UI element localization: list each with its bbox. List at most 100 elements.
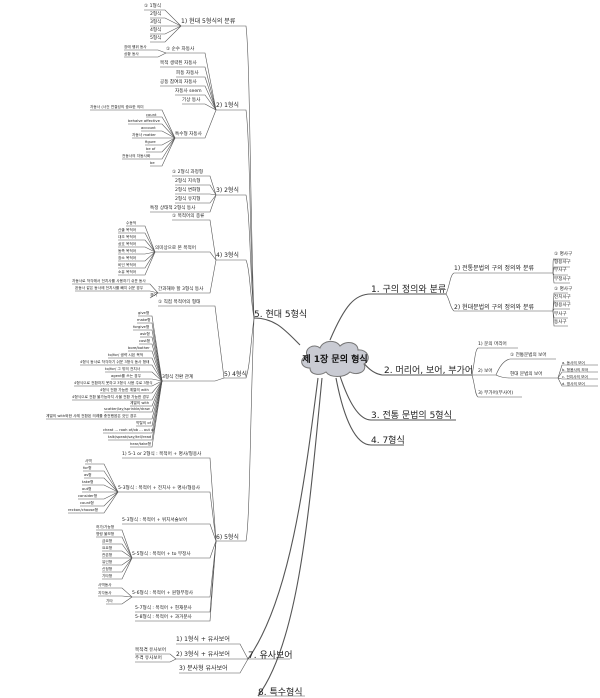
topic-node-l5f2[interactable]: 5-3형식 : 목적어 + 전치사 + 명사/형용사 [118,486,201,491]
topic-node-l5d3b[interactable]: 완동사 같은 동사에 전치사를 빼지 쉬운 경우 [75,286,144,290]
topic-node-l5b7i[interactable]: be [150,161,155,165]
topic-node-l5e2a[interactable]: give형 [138,311,150,315]
topic-node-l5b7[interactable]: 특수형 자동사 [175,132,202,137]
topic-node-l5d2e[interactable]: 동족 목적어 [118,249,137,253]
topic-node-l5f4h[interactable]: 기타형 [102,574,113,578]
topic-node-l5e2o[interactable]: scatter/lay/sprinkle/draw [104,407,150,411]
topic-node-l5c2[interactable]: 2형식 지속형 [175,179,201,184]
topic-node-r4[interactable]: 4. 7형식 [371,436,405,446]
topic-node-l5b1a[interactable]: 장애 행위 동사 [124,45,147,49]
topic-node-r2b2d[interactable]: d. 명사의 보어 [562,382,585,386]
topic-node-l5b3[interactable]: 피동 자동사 [176,71,199,76]
topic-node-l5d[interactable]: 4) 3형식 [216,252,239,259]
topic-node-r2c[interactable]: 3) 부가어(부사어) [478,391,514,396]
topic-node-r1a1[interactable]: ① 명사구 [554,252,573,257]
topic-node-l5f6[interactable]: 5-7형식 : 목적어 + 현재분사 [135,606,192,611]
topic-node-l5c1[interactable]: ① 2형식 과정형 [172,170,204,175]
topic-node-r2b2c[interactable]: c. 전치사의 보어 [562,375,588,379]
topic-node-l5a2[interactable]: 2형식 [150,12,162,17]
topic-node-l5f4d[interactable]: 요요형 [102,546,113,550]
topic-node-r1b[interactable]: 2) 현대문법의 구의 정의와 분류 [454,304,535,311]
topic-node-l5e2b[interactable]: make형 [137,318,151,322]
topic-node-l5b7a[interactable]: 자동사 (사건 연결성의 중요한 의미 [90,105,144,109]
topic-node-l5f5b[interactable]: 지각동사 [98,591,112,595]
topic-node-r1a[interactable]: 1) 전통문법의 구의 정의와 분류 [454,265,535,272]
topic-node-r1b5[interactable]: 동사구 [554,320,567,325]
topic-node-l5e2i[interactable]: to/for/ 그 밖의 전치사 [105,367,141,371]
topic-node-l5d2b[interactable]: 산출 목적어 [118,228,137,232]
topic-node-l5e2[interactable]: 3형식 전환 관계 [162,375,194,380]
topic-node-l5f1[interactable]: 1) 5-1 or 2형식 : 목적어 + 명사/형용사 [122,452,202,457]
topic-node-r2b2a[interactable]: a. 동사의 보어 [562,361,585,365]
topic-node-l5e2s[interactable]: talk/speak/say/tell/read [108,435,152,439]
topic-node-l5[interactable]: 5. 현대 5형식 [254,310,308,320]
topic-node-l5e2p[interactable]: 계열의 with와한 사례 전환된 의례를 충전했음은 것인 경우 [46,414,137,418]
topic-node-l5e2e[interactable]: cost형 [139,339,151,343]
topic-node-l5b1[interactable]: ① 순수 자동사 [166,47,195,52]
topic-node-l5b7f[interactable]: figure [145,140,156,144]
topic-node-l5c4[interactable]: 2형식 유지형 [175,197,201,202]
topic-node-l5d1[interactable]: ① 목적어의 종류 [172,214,205,219]
topic-node-l5c3[interactable]: 2형식 변화형 [175,188,201,193]
topic-node-l7b1[interactable]: 목적격 유사보어 [135,648,167,653]
topic-node-r1b1[interactable]: ① 명사구 [554,287,573,292]
topic-node-l7b[interactable]: 2) 3형식 + 유사보어 [176,651,230,658]
topic-node-l5f2e[interactable]: out형 [82,487,92,491]
topic-node-l5b7c[interactable]: behalve affective [128,119,160,123]
topic-node-l5e[interactable]: 5) 4형식 [224,371,247,378]
topic-node-l5e2m[interactable]: 4형식으로 전환 불가능하지 사물 전환 가능한 경우 [72,395,150,399]
topic-node-l5a5[interactable]: 5형식 [150,36,162,41]
topic-node-l5e2h[interactable]: 4형식 동사로 착각하기 쉬운 3형식 동사 형태 [80,360,150,364]
topic-node-l5e2k[interactable]: 4형식으로 전환하지 못하고 3형식 사용 주로 3형식 [74,381,153,385]
topic-node-l5f2c[interactable]: as형 [84,473,92,477]
topic-node-l5f2b[interactable]: for형 [83,466,92,470]
topic-node-l5e2f[interactable]: bore/bother [128,346,150,350]
topic-node-l5e2l[interactable]: 4형식 전환 가능한 계열의 with [100,388,149,392]
topic-node-l5e2t[interactable]: hear/take형 [130,442,151,446]
topic-node-l5d2d[interactable]: 상호 목적어 [118,242,137,246]
topic-node-l5e2q[interactable]: 박탈의 of [136,421,151,425]
topic-node-l5d2[interactable]: 의미상으로 본 목적어 [155,246,196,251]
topic-node-l5b7h[interactable]: 전동사의 자동사화 [122,154,151,158]
topic-node-r3[interactable]: 3. 전통 문법의 5형식 [371,411,452,421]
topic-node-l7[interactable]: 7. 유사보어 [248,651,293,661]
topic-node-r1a4[interactable]: 부정사구 [554,277,571,282]
central-topic[interactable]: 제 1장 문의 형식 [296,338,374,378]
topic-node-l5e2n[interactable]: 계열의 with [130,401,150,405]
topic-node-l5f4e[interactable]: 관존형 [102,553,113,557]
topic-node-l5d3[interactable]: 간과해야 할 3형식 동사 [158,287,204,292]
topic-node-l5f2g[interactable]: count형 [80,501,94,505]
topic-node-l5a3[interactable]: 3형식 [150,20,162,25]
topic-node-l5f4c[interactable]: 금요형 [102,539,113,543]
topic-node-l5d3a[interactable]: 자동사로 착각해서 전치사를 사용하기 쉬운 동사 [72,279,146,283]
topic-node-l5f4a[interactable]: 허가/가능형 [96,525,115,529]
topic-node-l5f5[interactable]: 5-6형식 : 목적어 + 원형부정사 [132,591,194,596]
topic-node-l5e2r[interactable]: cheat ... rooh of/ob ... out of [103,428,155,432]
topic-node-l5f2f[interactable]: consider형 [78,494,98,498]
topic-node-r1[interactable]: 1. 구의 정의와 분류 [371,285,447,295]
topic-node-r1a3[interactable]: 부사구 [554,268,567,273]
topic-node-l5b5[interactable]: 자동사 seem [175,89,202,94]
topic-node-r2b2[interactable]: 현대 문법의 보어 [510,372,543,377]
topic-node-l5d2h[interactable]: 소유 목적어 [118,270,137,274]
topic-node-l5c5[interactable]: 특정 상태적 2형식 동사 [150,206,196,211]
topic-node-l5b7g[interactable]: be of [146,147,156,151]
topic-node-l5f5a[interactable]: 사역동사 [98,583,112,587]
topic-node-l5f5c[interactable]: 기타 [106,599,113,603]
topic-node-r2a[interactable]: 1) 문의 머리어 [478,342,507,347]
topic-node-l5b4[interactable]: 공동 참여의 자동사 [160,80,197,85]
topic-node-l5c[interactable]: 3) 2형식 [216,187,239,194]
topic-node-l5f2h[interactable]: reckon/choose형 [68,508,99,512]
topic-node-r1b3[interactable]: 형용사구 [554,303,571,308]
topic-node-l7b2[interactable]: 주격 유사보어 [135,656,162,661]
topic-node-l5d3c[interactable]: 경어 [150,293,157,297]
topic-node-l5b7e[interactable]: 자동사 matter [132,133,156,137]
topic-node-l5f3[interactable]: 5-3형식 : 목적어 + 위치서술보어 [122,518,188,523]
topic-node-l5d2c[interactable]: 대조 목적어 [118,235,137,239]
topic-node-l5e2g[interactable]: to/for/ 생략 시된 목적 [108,353,144,357]
topic-node-r1a2[interactable]: 형용사구 [554,260,571,265]
topic-node-l5d2f[interactable]: 장소 목적어 [118,256,137,260]
topic-node-l5e1[interactable]: ① 직접 목적어의 형태 [158,300,201,305]
topic-node-l5b7d[interactable]: account [141,126,156,130]
topic-node-l5e2c[interactable]: forgive형 [133,325,150,329]
